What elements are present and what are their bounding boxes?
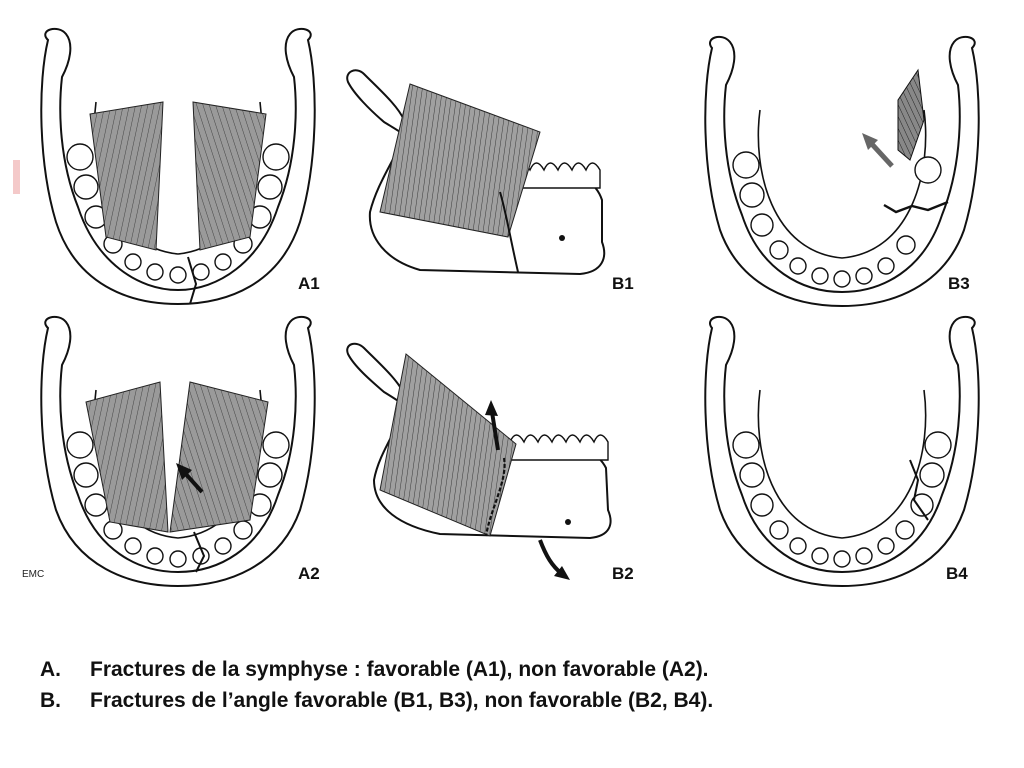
panel-label-b3: B3 xyxy=(948,274,970,293)
caption-letter-a: A. xyxy=(40,658,61,681)
red-edge-mark xyxy=(13,160,20,194)
figure-caption: A. Fractures de la symphyse : favorable (… xyxy=(40,654,1000,716)
mandible-b1-illustration xyxy=(346,69,606,276)
caption-text-b: Fractures de l’angle favorable (B1, B3),… xyxy=(90,689,714,712)
caption-letter-b: B. xyxy=(40,689,61,712)
mandible-b3-illustration xyxy=(704,35,980,308)
source-credit: EMC xyxy=(22,569,45,580)
mandible-a2-illustration xyxy=(40,315,316,588)
panel-b1: B1 xyxy=(340,62,650,302)
caption-line-b: B. Fractures de l’angle favorable (B1, B3… xyxy=(40,685,1000,716)
caption-text-a: Fractures de la symphyse : favorable (A1… xyxy=(90,658,709,681)
panel-label-b2: B2 xyxy=(612,564,634,583)
panel-label-a2: A2 xyxy=(298,564,320,583)
panel-b3: B3 xyxy=(692,30,1002,308)
panel-a2: A2 xyxy=(18,310,338,590)
panel-label-b4: B4 xyxy=(946,564,968,583)
mandible-b4-illustration xyxy=(704,315,980,588)
mandible-b2-illustration xyxy=(346,342,612,580)
panel-label-a1: A1 xyxy=(298,274,320,293)
mandible-a1-illustration xyxy=(40,27,316,306)
panel-b4: B4 xyxy=(692,310,1002,590)
panel-b2: B2 xyxy=(340,340,650,590)
panel-a1: A1 xyxy=(18,22,338,306)
panel-label-b1: B1 xyxy=(612,274,634,293)
caption-line-a: A. Fractures de la symphyse : favorable (… xyxy=(40,654,1000,685)
